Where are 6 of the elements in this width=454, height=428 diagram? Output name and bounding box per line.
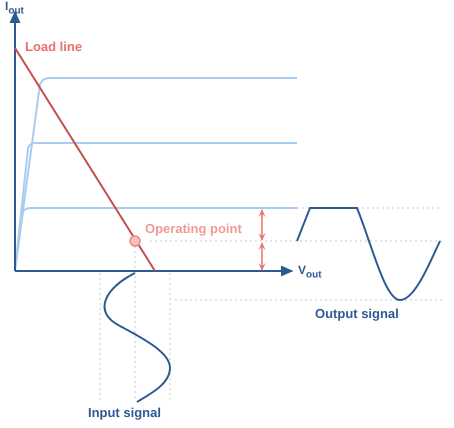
signal-label: Input signal (88, 406, 161, 420)
signal-label: Output signal (315, 307, 399, 322)
axis-label: V$_{out}$ (298, 264, 322, 280)
point-label: Operating point (145, 222, 242, 236)
axis-label: I$_{out}$ (5, 0, 24, 16)
curve-label: Load line (25, 40, 82, 54)
